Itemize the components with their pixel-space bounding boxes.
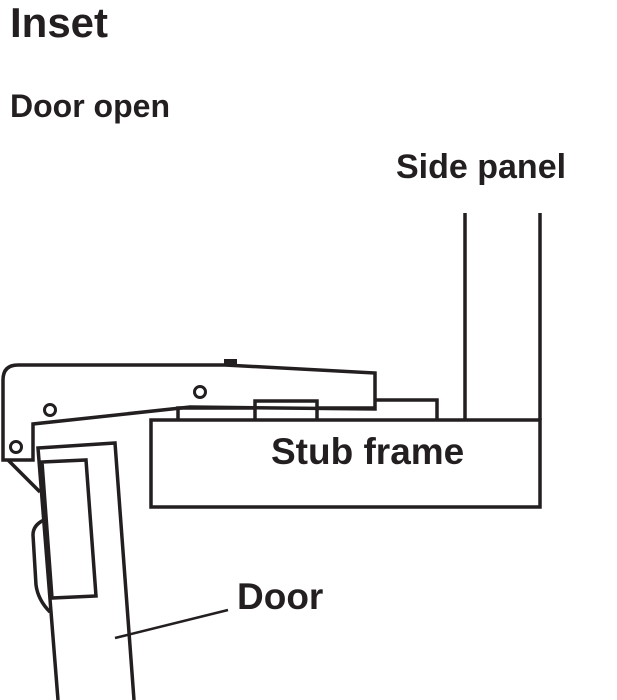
pivot-hole xyxy=(9,440,23,454)
door-leader-line xyxy=(114,608,229,640)
diagram-title: Inset xyxy=(10,0,109,46)
pivot-hole xyxy=(43,403,57,417)
hinge-arm-brace xyxy=(6,458,42,494)
stub-frame xyxy=(149,418,542,509)
hinge-clip xyxy=(224,359,237,364)
side-panel-label: Side panel xyxy=(396,148,567,186)
side-panel xyxy=(463,213,542,420)
pivot-hole xyxy=(193,385,207,399)
door-panel xyxy=(31,441,136,700)
hinge-arm xyxy=(1,363,377,462)
diagram-subtitle: Door open xyxy=(10,88,170,124)
stub-frame-label: Stub frame xyxy=(271,431,465,472)
door-label: Door xyxy=(237,576,324,617)
